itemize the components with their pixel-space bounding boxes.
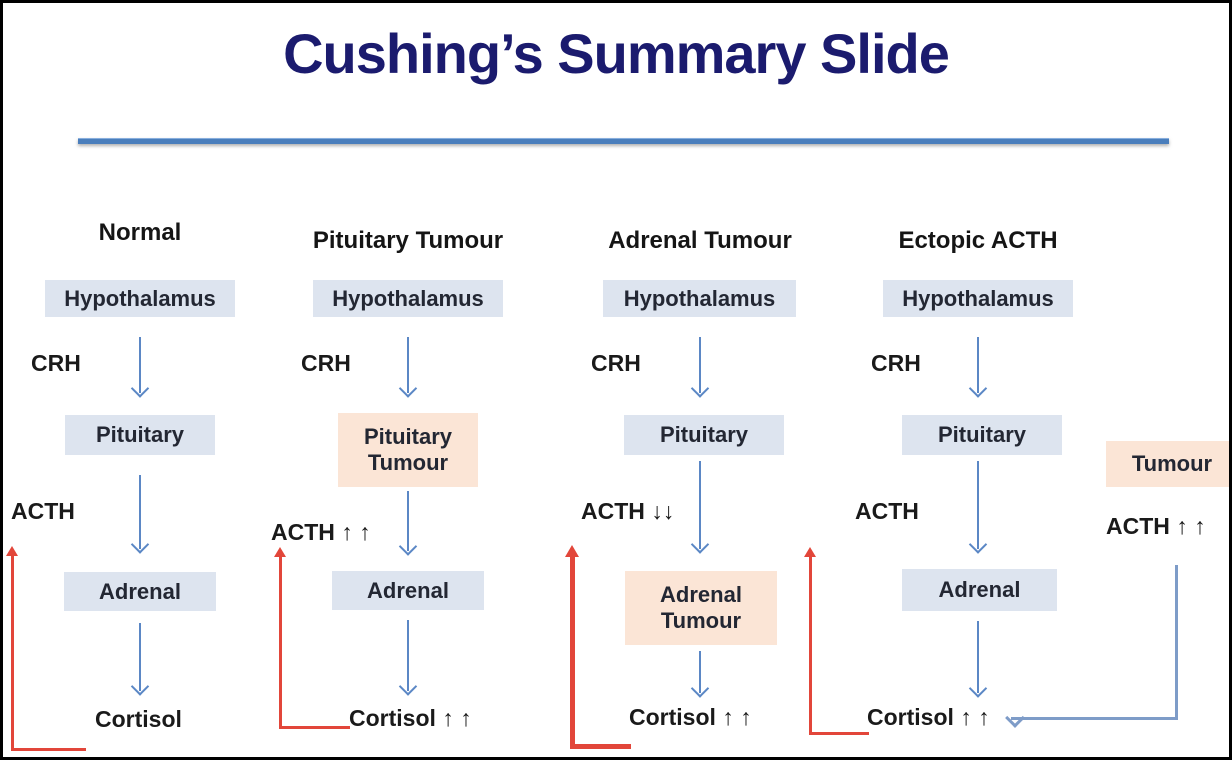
pituitary-box: Pituitary — [902, 415, 1062, 455]
crh-label: CRH — [871, 350, 921, 376]
title-divider — [78, 138, 1169, 144]
hypothalamus-box: Hypothalamus — [45, 280, 235, 317]
hypothalamus-box: Hypothalamus — [313, 280, 503, 317]
column-header-pituitary-tumour: Pituitary Tumour — [312, 227, 504, 254]
down-arrow — [407, 620, 409, 691]
ectopic-to-cortisol-arrow — [1011, 565, 1178, 720]
cortisol-label: Cortisol — [95, 706, 182, 732]
negative-feedback-arrow — [6, 546, 86, 751]
hypothalamus-box: Hypothalamus — [603, 280, 796, 317]
pathway-diagram: Normal Hypothalamus CRH Pituitary ACTH A… — [3, 3, 1229, 757]
down-arrow — [139, 623, 141, 691]
down-arrow — [139, 337, 141, 393]
adrenal-tumour-box: Adrenal Tumour — [625, 571, 777, 645]
down-arrow — [977, 461, 979, 549]
down-arrow — [977, 621, 979, 693]
column-header-normal: Normal — [98, 219, 182, 246]
negative-feedback-arrow — [565, 545, 631, 749]
crh-label: CRH — [301, 350, 351, 376]
down-arrow — [699, 461, 701, 549]
column-header-ectopic-acth: Ectopic ACTH — [898, 227, 1058, 254]
cortisol-label: Cortisol ↑ ↑ — [867, 704, 990, 730]
negative-feedback-arrow — [804, 547, 869, 735]
pituitary-tumour-box: Pituitary Tumour — [338, 413, 478, 487]
column-header-adrenal-tumour: Adrenal Tumour — [608, 227, 792, 254]
acth-label: ACTH ↓↓ — [581, 498, 675, 524]
cortisol-label: Cortisol ↑ ↑ — [349, 705, 472, 731]
slide-title: Cushing’s Summary Slide — [283, 22, 950, 85]
acth-label: ACTH ↑ ↑ — [271, 519, 371, 545]
ectopic-tumour-box: Tumour — [1106, 441, 1229, 487]
pituitary-box: Pituitary — [624, 415, 784, 455]
down-arrow — [139, 475, 141, 549]
down-arrow — [977, 337, 979, 393]
cortisol-label: Cortisol ↑ ↑ — [629, 704, 752, 730]
down-arrow — [407, 337, 409, 393]
pituitary-box: Pituitary — [65, 415, 215, 455]
negative-feedback-arrow — [274, 547, 350, 729]
ectopic-acth-label: ACTH ↑ ↑ — [1106, 513, 1206, 539]
acth-label: ACTH — [11, 498, 75, 524]
down-arrow — [699, 337, 701, 393]
adrenal-box: Adrenal — [64, 572, 216, 611]
crh-label: CRH — [591, 350, 641, 376]
down-arrow — [407, 491, 409, 551]
down-arrow — [699, 651, 701, 693]
acth-label: ACTH — [855, 498, 919, 524]
crh-label: CRH — [31, 350, 81, 376]
adrenal-box: Adrenal — [332, 571, 484, 610]
hypothalamus-box: Hypothalamus — [883, 280, 1073, 317]
